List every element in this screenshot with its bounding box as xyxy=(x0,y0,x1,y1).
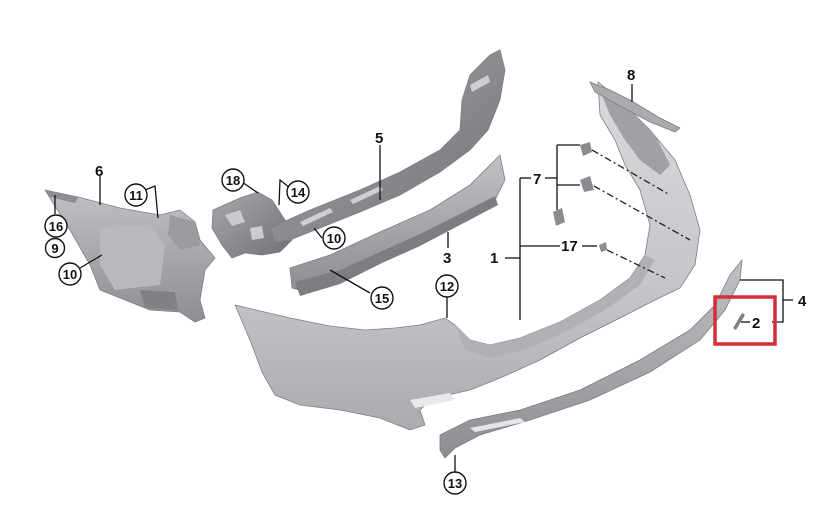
label-10a[interactable]: 10 xyxy=(58,262,82,286)
trim-piece-part-2 xyxy=(733,313,745,330)
label-16[interactable]: 16 xyxy=(44,214,68,238)
clip-part-7a xyxy=(580,142,592,156)
label-5[interactable]: 5 xyxy=(375,130,383,147)
clip-part-7c xyxy=(553,208,565,226)
svg-text:10: 10 xyxy=(327,231,341,246)
highlight-box-part-2 xyxy=(713,295,777,346)
side-bracket-part-6 xyxy=(44,189,216,323)
svg-text:11: 11 xyxy=(129,188,143,203)
label-6[interactable]: 6 xyxy=(95,163,103,180)
label-4[interactable]: 4 xyxy=(798,293,807,310)
assembly-lines xyxy=(591,149,691,279)
label-9[interactable]: 9 xyxy=(44,237,66,259)
circled-labels: 9 10 10 11 12 13 14 15 xyxy=(44,168,467,495)
label-17[interactable]: 17 xyxy=(561,238,578,255)
label-15[interactable]: 15 xyxy=(370,286,394,310)
lower-beam-part-3 xyxy=(289,154,506,296)
svg-text:12: 12 xyxy=(440,279,454,294)
diffuser-part-4 xyxy=(439,258,743,459)
plain-labels: 1 2 3 4 5 6 7 8 17 xyxy=(95,67,807,332)
mount-bracket-part-18 xyxy=(211,191,293,259)
label-10b[interactable]: 10 xyxy=(322,226,346,250)
svg-text:10: 10 xyxy=(63,267,77,282)
label-12[interactable]: 12 xyxy=(435,274,459,298)
svg-text:14: 14 xyxy=(291,185,306,200)
label-8[interactable]: 8 xyxy=(627,67,635,84)
bumper-cover-part-1 xyxy=(234,81,701,431)
svg-text:13: 13 xyxy=(448,476,462,491)
svg-text:18: 18 xyxy=(226,173,240,188)
leader-lines xyxy=(54,84,793,473)
label-13[interactable]: 13 xyxy=(443,471,467,495)
clip-part-7b xyxy=(580,176,594,192)
svg-text:16: 16 xyxy=(49,219,63,234)
label-7[interactable]: 7 xyxy=(533,171,541,188)
svg-text:9: 9 xyxy=(51,241,58,256)
label-3[interactable]: 3 xyxy=(443,250,451,267)
upper-carrier-part-5 xyxy=(269,49,506,243)
clip-part-17 xyxy=(599,242,607,252)
label-11[interactable]: 11 xyxy=(124,183,148,207)
label-2[interactable]: 2 xyxy=(752,315,760,332)
label-18[interactable]: 18 xyxy=(221,168,245,192)
label-1[interactable]: 1 xyxy=(490,250,498,267)
trim-strip-part-8 xyxy=(589,81,681,133)
svg-text:15: 15 xyxy=(375,291,389,306)
label-14[interactable]: 14 xyxy=(286,180,310,204)
